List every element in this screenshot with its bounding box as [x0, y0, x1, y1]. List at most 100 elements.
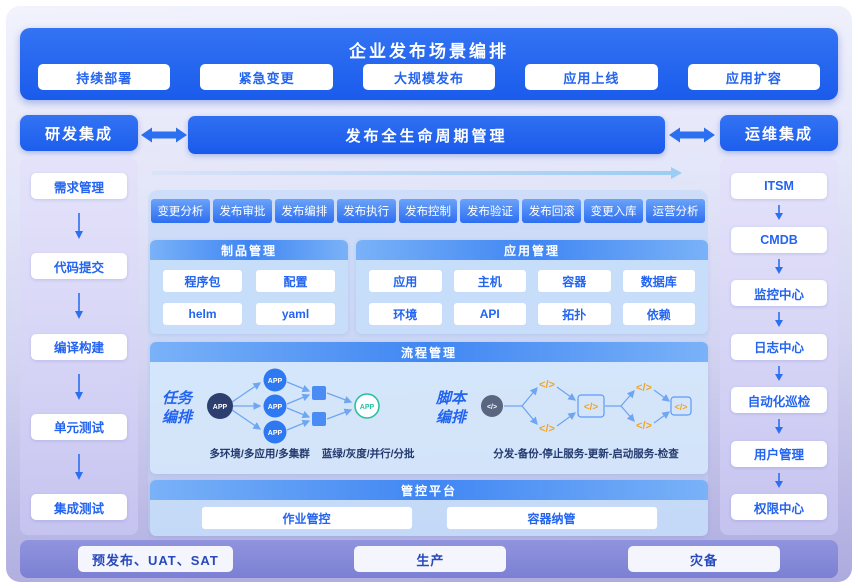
task-caption-environments: 多环境/多应用/多集群 — [209, 448, 310, 460]
step-release-rollback[interactable]: 发布回滚 — [522, 199, 582, 223]
step-operation-analysis[interactable]: 运营分析 — [646, 199, 706, 223]
artifact-yaml[interactable]: yaml — [255, 302, 336, 326]
artifact-package[interactable]: 程序包 — [162, 269, 243, 293]
app-database[interactable]: 数据库 — [621, 269, 696, 293]
down-arrow-icon — [775, 472, 783, 488]
down-arrow-icon — [75, 373, 83, 400]
task-orchestration-block: 任务编排 APP APP APP — [154, 366, 428, 470]
task-orchestration-label: 任务编排 — [162, 389, 193, 427]
env-disaster-recovery[interactable]: 灾备 — [627, 546, 780, 572]
control-panel-body: 作业管控 容器纳管 — [150, 500, 708, 536]
container-management-button[interactable]: 容器纳管 — [445, 506, 658, 530]
dev-integration-test[interactable]: 集成测试 — [31, 494, 127, 520]
step-release-verification[interactable]: 发布验证 — [460, 199, 520, 223]
code-icon: </> — [583, 402, 598, 413]
app-api[interactable]: API — [452, 302, 527, 326]
artifact-grid: 程序包 配置 helm yaml — [150, 260, 348, 335]
ops-itsm[interactable]: ITSM — [731, 173, 827, 199]
dev-code-commit[interactable]: 代码提交 — [31, 253, 127, 280]
app-host[interactable]: 主机 — [452, 269, 527, 293]
ops-monitoring-center[interactable]: 监控中心 — [731, 280, 827, 306]
process-panel-body: 任务编排 APP APP APP — [150, 362, 708, 474]
btn-large-scale-release[interactable]: 大规模发布 — [362, 64, 496, 90]
artifact-config[interactable]: 配置 — [255, 269, 336, 293]
application-panel: 应用管理 应用 主机 容器 数据库 环境 API 拓扑 依赖 — [356, 240, 708, 334]
step-release-approval[interactable]: 发布审批 — [212, 199, 272, 223]
env-production[interactable]: 生产 — [354, 546, 507, 572]
artifact-helm[interactable]: helm — [162, 302, 243, 326]
ops-user-management[interactable]: 用户管理 — [731, 440, 827, 467]
task-flow-diagram: APP APP APP APP — [206, 368, 380, 444]
script-orchestration-label: 脚本编排 — [436, 389, 467, 427]
application-panel-title: 应用管理 — [356, 240, 708, 260]
double-arrow-icon — [141, 127, 187, 143]
script-orchestration-block: 脚本编排 </> </> </> — [428, 366, 702, 470]
dev-unit-test[interactable]: 单元测试 — [31, 413, 127, 440]
app-dependency[interactable]: 依赖 — [621, 302, 696, 326]
down-arrow-icon — [775, 365, 783, 381]
code-icon: </> — [486, 404, 496, 411]
artifact-panel: 制品管理 程序包 配置 helm yaml — [150, 240, 348, 334]
ops-permission-center[interactable]: 权限中心 — [731, 494, 827, 520]
control-panel-title: 管控平台 — [150, 480, 708, 500]
app-node: APP — [212, 404, 227, 411]
env-pre-release-uat-sat[interactable]: 预发布、UAT、SAT — [78, 546, 233, 572]
script-flow-caption: 分发-备份-停止服务-更新-启动服务-检查 — [493, 446, 678, 461]
app-node: APP — [267, 404, 282, 411]
ops-integration-panel: ITSM CMDB 监控中心 日志中心 自动化巡检 用户管理 权限中心 — [720, 158, 838, 535]
dev-integration-title: 研发集成 — [20, 115, 138, 151]
code-icon: </> — [674, 402, 687, 412]
job-control-button[interactable]: 作业管控 — [200, 506, 413, 530]
down-arrow-icon — [75, 213, 83, 240]
app-node: APP — [359, 404, 374, 411]
script-flow-diagram: </> </> </> </> </> </> — [480, 379, 692, 435]
task-flow-caption: 多环境/多应用/多集群 蓝绿/灰度/并行/分批 — [209, 446, 414, 461]
page-title: 企业发布场景编排 — [349, 42, 509, 61]
app-node: APP — [267, 430, 282, 437]
process-panel-title: 流程管理 — [150, 342, 708, 362]
artifact-panel-title: 制品管理 — [150, 240, 348, 260]
task-caption-strategies: 蓝绿/灰度/并行/分批 — [321, 448, 415, 460]
ops-auto-inspection[interactable]: 自动化巡检 — [731, 387, 827, 413]
step-change-analysis[interactable]: 变更分析 — [151, 199, 210, 223]
script-caption-steps: 分发-备份-停止服务-更新-启动服务-检查 — [493, 448, 679, 460]
top-header: 企业发布场景编排 持续部署 紧急变更 大规模发布 应用上线 应用扩容 — [20, 28, 838, 100]
step-release-control[interactable]: 发布控制 — [398, 199, 458, 223]
step-release-orchestration[interactable]: 发布编排 — [274, 199, 334, 223]
app-environment[interactable]: 环境 — [368, 302, 443, 326]
dev-integration-panel: 需求管理 代码提交 编译构建 单元测试 集成测试 — [20, 158, 138, 535]
dev-requirement-management[interactable]: 需求管理 — [31, 173, 127, 199]
btn-emergency-change[interactable]: 紧急变更 — [200, 64, 333, 90]
code-icon: </> — [636, 382, 652, 394]
ops-integration-title: 运维集成 — [720, 115, 838, 151]
app-node: APP — [267, 378, 282, 385]
process-management-panel: 流程管理 任务编排 APP APP — [150, 342, 708, 474]
application-grid: 应用 主机 容器 数据库 环境 API 拓扑 依赖 — [356, 260, 708, 335]
app-container[interactable]: 容器 — [537, 269, 612, 293]
down-arrow-icon — [75, 453, 83, 480]
down-arrow-icon — [775, 205, 783, 221]
app-application[interactable]: 应用 — [368, 269, 443, 293]
timeline-arrow — [152, 167, 682, 179]
scenario-button-row: 持续部署 紧急变更 大规模发布 应用上线 应用扩容 — [38, 64, 821, 90]
down-arrow-icon — [775, 312, 783, 328]
btn-app-launch[interactable]: 应用上线 — [525, 64, 658, 90]
down-arrow-icon — [775, 258, 783, 274]
ops-cmdb[interactable]: CMDB — [731, 226, 827, 253]
code-icon: </> — [636, 420, 652, 432]
lifecycle-steps: 变更分析 发布审批 发布编排 发布执行 发布控制 发布验证 发布回滚 变更入库 … — [151, 199, 706, 223]
double-arrow-icon — [669, 127, 715, 143]
down-arrow-icon — [775, 419, 783, 435]
lifecycle-title: 发布全生命周期管理 — [188, 116, 665, 154]
down-arrow-icon — [75, 293, 83, 320]
step-change-archive[interactable]: 变更入库 — [584, 199, 644, 223]
step-release-execution[interactable]: 发布执行 — [336, 199, 396, 223]
ops-log-center[interactable]: 日志中心 — [731, 333, 827, 360]
control-platform-panel: 管控平台 作业管控 容器纳管 — [150, 480, 708, 536]
btn-app-scaling[interactable]: 应用扩容 — [687, 64, 821, 90]
btn-continuous-deployment[interactable]: 持续部署 — [38, 64, 171, 90]
code-icon: </> — [539, 423, 555, 435]
app-topology[interactable]: 拓扑 — [537, 302, 612, 326]
dev-build-compile[interactable]: 编译构建 — [31, 333, 127, 360]
